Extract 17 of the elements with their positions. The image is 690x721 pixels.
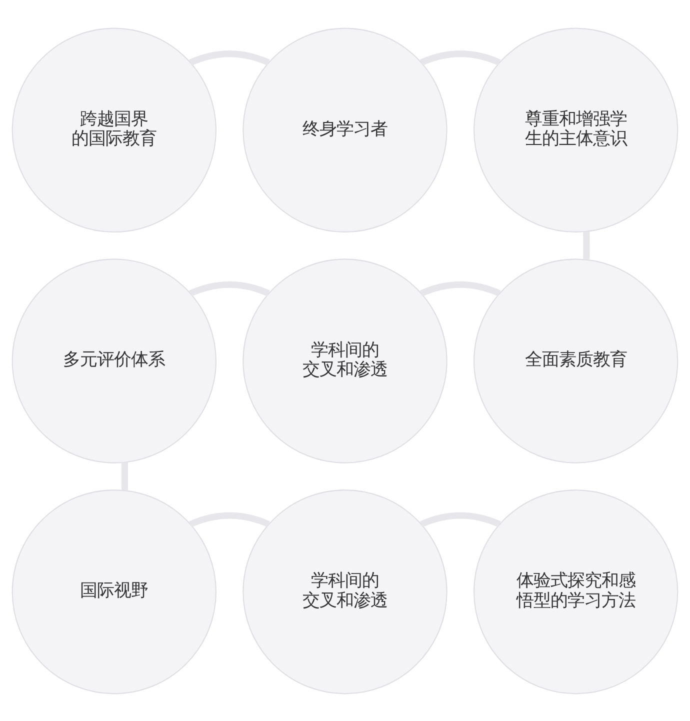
connector: [189, 280, 270, 296]
node-circle: 学科间的交叉和渗透: [242, 258, 448, 463]
node-circle: 体验式探究和感悟型的学习方法: [473, 488, 678, 694]
connector: [189, 512, 270, 527]
node-circle: 尊重和增强学生的主体意识: [473, 27, 678, 232]
connector: [420, 50, 501, 66]
connector: [189, 50, 270, 66]
node-circle: 终身学习者: [242, 27, 448, 232]
node-circle: 多元评价体系: [12, 258, 217, 463]
connector: [420, 512, 501, 527]
node-circle: 全面素质教育: [473, 258, 678, 463]
connector: [583, 231, 590, 259]
node-circle: 国际视野: [12, 488, 217, 694]
connector: [121, 462, 128, 490]
node-circle: 跨越国界的国际教育: [12, 27, 217, 232]
node-circle: 学科间的交叉和渗透: [242, 488, 448, 694]
connector: [420, 280, 501, 296]
